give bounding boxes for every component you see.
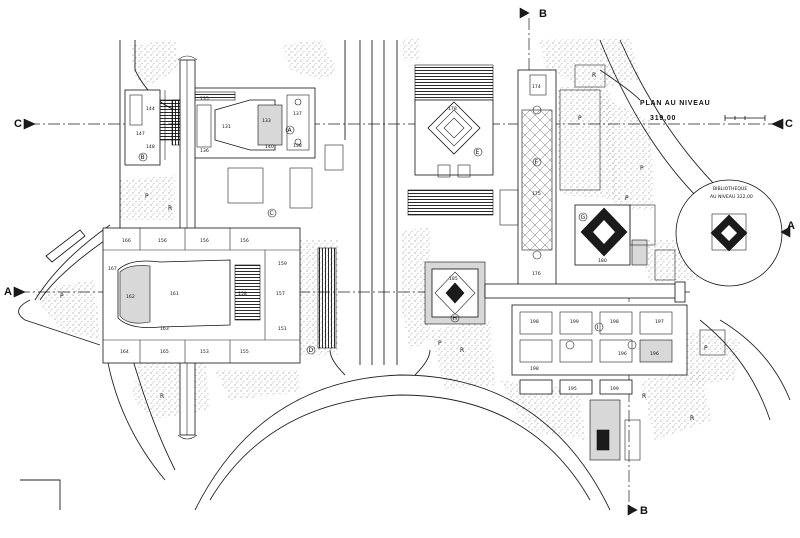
- room-136-label: 136: [200, 148, 209, 154]
- building-g-library: G 180: [574, 204, 648, 266]
- room-174-label: 174: [532, 84, 541, 90]
- service-mark: R: [460, 347, 464, 354]
- room-137-label: 137: [293, 111, 302, 117]
- building-e: 178 E: [407, 64, 494, 216]
- zone-e-letter: E: [476, 149, 480, 156]
- parking-mark: P: [578, 115, 582, 122]
- room-148-label: 148: [146, 144, 155, 150]
- room-140-label: 140: [265, 144, 274, 150]
- service-marks: R R R R R R: [160, 72, 694, 422]
- room-164-label: 164: [120, 349, 129, 355]
- room-199a-label: 199: [570, 319, 579, 325]
- zone-c-letter: C: [270, 210, 274, 217]
- room-167-label: 167: [108, 266, 117, 272]
- plan-title-line2: 319,00: [650, 115, 676, 122]
- library-inset: BIBLIOTHEQUE AU NIVEAU 322,00: [675, 179, 783, 287]
- parking-marks: P P P P P P P: [60, 115, 708, 352]
- room-147-label: 147: [136, 131, 145, 137]
- parking-mark: P: [625, 195, 629, 202]
- section-b-bottom-label: B: [640, 505, 648, 517]
- service-mark: R: [592, 72, 596, 79]
- section-b-top-label: B: [539, 8, 547, 20]
- service-mark: R: [168, 205, 172, 212]
- zone-c-area: C: [227, 144, 344, 218]
- room-197-label: 197: [655, 319, 664, 325]
- room-133-label: 133: [262, 118, 271, 124]
- room-131-label: 131: [222, 124, 231, 130]
- room-157-label: 157: [276, 291, 285, 297]
- service-mark: R: [160, 393, 164, 400]
- room-135-label: 135: [200, 96, 209, 102]
- room-176-label: 176: [532, 271, 541, 277]
- zone-i-letter: I: [597, 324, 599, 331]
- room-159-label: 159: [278, 261, 287, 267]
- room-151-label: 151: [278, 326, 287, 332]
- zone-h-letter: H: [453, 315, 458, 322]
- plan-title-line1: PLAN AU NIVEAU: [640, 100, 710, 107]
- room-180-label: 180: [598, 258, 607, 264]
- section-c-left-label: C: [14, 118, 22, 130]
- room-161-label: 161: [170, 291, 179, 297]
- building-i-complex: 198 199 198 196 195 196 198 199 197 I: [511, 304, 688, 461]
- room-156a-label: 156: [158, 238, 167, 244]
- parking-mark: P: [145, 193, 149, 200]
- inset-title-line2: AU NIVEAU 322,00: [710, 194, 753, 200]
- room-198c-label: 198: [530, 366, 539, 372]
- room-198b-label: 198: [610, 319, 619, 325]
- section-a-left-label: A: [4, 286, 12, 298]
- room-175-label: 175: [532, 191, 541, 197]
- room-199b-label: 199: [610, 386, 619, 392]
- room-178-label: 178: [448, 106, 457, 112]
- road-network: [18, 39, 791, 511]
- zone-f-letter: F: [535, 159, 539, 166]
- service-mark: R: [690, 415, 694, 422]
- room-195-label: 195: [568, 386, 577, 392]
- section-c-right-label: C: [785, 118, 793, 130]
- room-196b-label: 196: [650, 351, 659, 357]
- building-b: 147 144 148 B: [124, 89, 181, 166]
- room-165-label: 165: [160, 349, 169, 355]
- building-f-gallery: 174 175 176 F: [499, 69, 557, 286]
- room-185-label: 185: [449, 276, 458, 282]
- building-d-hall: 166 156 156 156 167 162 161 158 157 163 …: [102, 227, 337, 364]
- room-138-label: 138: [293, 143, 302, 149]
- parking-mark: P: [640, 165, 644, 172]
- room-156b-label: 156: [200, 238, 209, 244]
- zone-a-letter: A: [288, 127, 293, 134]
- plan-title-block: PLAN AU NIVEAU 319,00: [640, 100, 766, 122]
- room-163-label: 163: [160, 326, 169, 332]
- room-153-label: 153: [200, 349, 209, 355]
- service-mark: R: [642, 393, 646, 400]
- zone-g-letter: G: [581, 214, 586, 221]
- room-162-label: 162: [126, 294, 135, 300]
- room-144-label: 144: [146, 106, 155, 112]
- parking-mark: P: [60, 293, 64, 300]
- room-196a-label: 196: [618, 351, 627, 357]
- parking-mark: P: [438, 340, 442, 347]
- room-155-label: 155: [240, 349, 249, 355]
- inset-title-line1: BIBLIOTHEQUE: [713, 186, 747, 192]
- parking-mark: P: [704, 345, 708, 352]
- room-156c-label: 156: [240, 238, 249, 244]
- east-connectors: [559, 64, 726, 356]
- zone-d-letter: D: [309, 347, 314, 354]
- room-166-label: 166: [122, 238, 131, 244]
- zone-b-letter: B: [141, 154, 145, 161]
- room-158-label: 158: [238, 291, 247, 297]
- section-a-right-label: A: [787, 220, 795, 232]
- section-markers: B B C C A A: [4, 7, 795, 517]
- room-198a-label: 198: [530, 319, 539, 325]
